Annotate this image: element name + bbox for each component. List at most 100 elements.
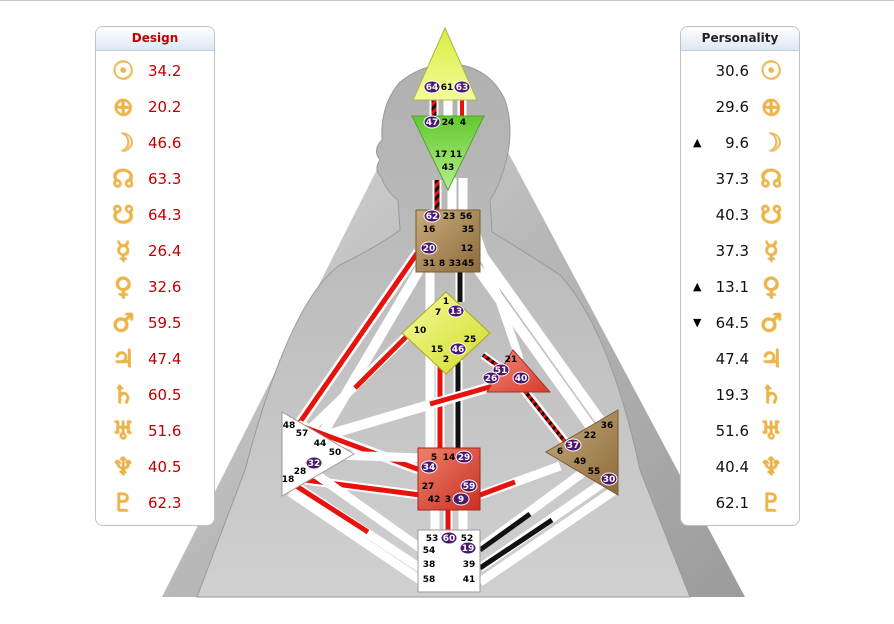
gate-badge [440, 531, 458, 545]
moon-icon: ☽ [111, 128, 135, 157]
gate-number: 38 [423, 560, 436, 570]
gate-number: 46 [452, 345, 465, 355]
gate-number: 44 [314, 439, 327, 449]
gate-number: 32 [308, 459, 321, 469]
personality-row: ♆40.4 [681, 449, 799, 485]
gate-number: 24 [442, 118, 455, 128]
gate-number: 35 [462, 225, 475, 235]
design-value: 46.6 [148, 134, 182, 152]
gate-number: 37 [567, 441, 580, 451]
pluto-icon: ♇ [759, 488, 783, 517]
gate-badge [423, 80, 441, 94]
south-node-icon: ☋ [111, 200, 135, 229]
north-node-icon: ☊ [111, 164, 135, 193]
gate-number: 14 [443, 453, 456, 463]
gate-badge [423, 209, 441, 223]
neptune-icon: ♆ [111, 452, 135, 481]
personality-value: 40.3 [715, 206, 749, 224]
gate-number: 19 [462, 544, 475, 554]
gate-badge [492, 363, 510, 377]
gate-number: 56 [460, 212, 473, 222]
sun-icon: ☉ [111, 56, 135, 85]
design-value: 60.5 [148, 386, 182, 404]
gate-number: 53 [426, 534, 439, 544]
gate-number: 17 [435, 150, 448, 160]
personality-row: ▲☽9.6 [681, 125, 799, 161]
gate-number: 28 [294, 467, 307, 477]
sacral-center [417, 447, 481, 511]
personality-value: 37.3 [715, 170, 749, 188]
gate-number: 22 [584, 431, 597, 441]
personality-row: ♄19.3 [681, 377, 799, 413]
personality-panel: Personality ☉30.6⊕29.6▲☽9.6☊37.3☋40.3☿37… [680, 26, 800, 526]
design-value: 62.3 [148, 494, 182, 512]
personality-value: 19.3 [715, 386, 749, 404]
saturn-icon: ♄ [111, 380, 135, 409]
gate-number: 33 [449, 259, 462, 269]
personality-header: Personality [681, 27, 799, 51]
personality-value: 13.1 [715, 278, 749, 296]
personality-row: ☊37.3 [681, 161, 799, 197]
gate-number: 1 [443, 297, 449, 307]
uranus-icon: ♅ [111, 416, 135, 445]
venus-icon: ♀ [761, 272, 781, 301]
top-divider [0, 0, 894, 1]
personality-row: ▼♂64.5 [681, 305, 799, 341]
gate-number: 26 [485, 374, 498, 384]
personality-value: 37.3 [715, 242, 749, 260]
pluto-icon: ♇ [111, 488, 135, 517]
design-panel: Design ☉34.2⊕20.2☽46.6☊63.3☋64.3☿26.4♀32… [95, 26, 215, 526]
design-row: ☉ 34.2 [96, 53, 214, 89]
ajna-center [411, 115, 485, 192]
design-value: 32.6 [148, 278, 182, 296]
design-row: ♇ 62.3 [96, 485, 214, 521]
gate-number: 3 [445, 495, 451, 505]
gate-number: 7 [435, 308, 441, 318]
gate-badge [420, 460, 438, 474]
gate-badge [460, 479, 478, 493]
neptune-icon: ♆ [759, 452, 783, 481]
gate-number: 18 [282, 475, 295, 485]
design-value: 47.4 [148, 350, 182, 368]
g-center [401, 291, 491, 375]
design-value: 34.2 [148, 62, 182, 80]
gate-number: 45 [462, 259, 475, 269]
personality-row: ♃47.4 [681, 341, 799, 377]
gate-number: 34 [423, 463, 436, 473]
gate-number: 27 [422, 482, 435, 492]
gate-number: 31 [423, 259, 436, 269]
gate-number: 42 [428, 495, 441, 505]
personality-row: ♇62.1 [681, 485, 799, 521]
design-row: ♃ 47.4 [96, 341, 214, 377]
gate-number: 30 [603, 475, 616, 485]
design-row: ☽ 46.6 [96, 125, 214, 161]
gate-number: 16 [423, 225, 436, 235]
design-value: 20.2 [148, 98, 182, 116]
gate-number: 40 [515, 374, 528, 384]
gate-badge [455, 450, 473, 464]
gate-number: 11 [450, 150, 463, 160]
south-node-icon: ☋ [759, 200, 783, 229]
personality-row: ☋ 40.3 [681, 197, 799, 233]
gate-number: 13 [450, 307, 463, 317]
personality-row: ☿37.3 [681, 233, 799, 269]
gate-badge [482, 371, 500, 385]
gate-number: 5 [431, 453, 437, 463]
jupiter-icon: ♃ [111, 344, 135, 373]
design-value: 64.3 [148, 206, 182, 224]
design-value: 63.3 [148, 170, 182, 188]
gate-number: 4 [460, 118, 466, 128]
design-row: ☋ 64.3 [96, 197, 214, 233]
gate-number: 57 [296, 429, 309, 439]
personality-value: 30.6 [715, 62, 749, 80]
mars-icon: ♂ [759, 308, 783, 337]
gate-number: 9 [458, 495, 464, 505]
design-row: ☊ 63.3 [96, 161, 214, 197]
gate-number: 64 [426, 83, 439, 93]
personality-row: ☉30.6 [681, 53, 799, 89]
gate-badge [452, 492, 470, 506]
design-row: ☿26.4 [96, 233, 214, 269]
design-header: Design [96, 27, 214, 51]
gate-number: 15 [431, 345, 444, 355]
design-value: 59.5 [148, 314, 182, 332]
